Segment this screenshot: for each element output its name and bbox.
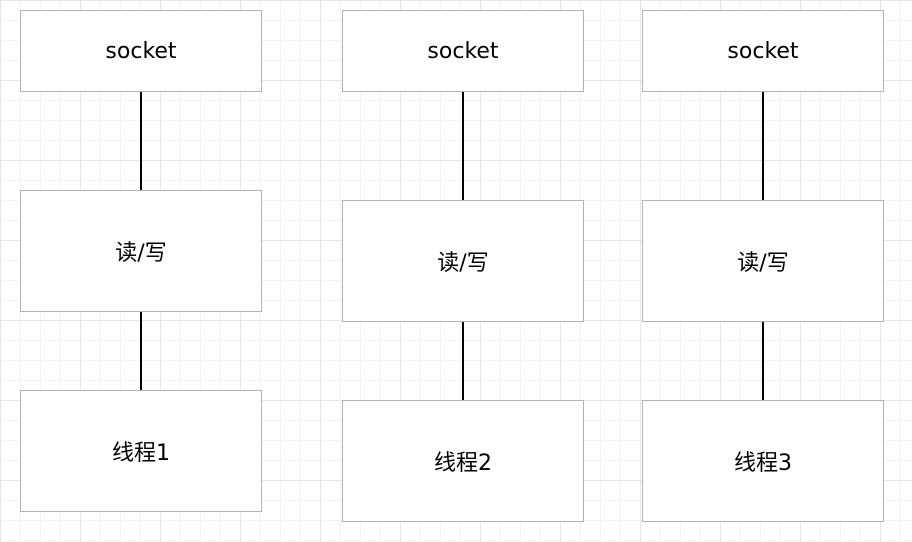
connector-rw-thread-1	[140, 312, 142, 390]
thread-box-3: 线程3	[642, 400, 884, 522]
socket-label-1: socket	[105, 38, 177, 64]
read-write-box-3: 读/写	[642, 200, 884, 322]
socket-box-2: socket	[342, 10, 584, 92]
connector-socket-rw-1	[140, 92, 142, 190]
thread-label-1: 线程1	[112, 441, 170, 466]
socket-box-3: socket	[642, 10, 884, 92]
socket-box-1: socket	[20, 10, 262, 92]
connector-rw-thread-3	[762, 322, 764, 400]
thread-label-2: 线程2	[434, 451, 492, 476]
connector-rw-thread-2	[462, 322, 464, 400]
connector-socket-rw-2	[462, 92, 464, 200]
read-write-label-3: 读/写	[737, 251, 789, 276]
read-write-label-2: 读/写	[437, 251, 489, 276]
read-write-box-1: 读/写	[20, 190, 262, 312]
socket-label-3: socket	[727, 38, 799, 64]
thread-label-3: 线程3	[734, 451, 792, 476]
read-write-box-2: 读/写	[342, 200, 584, 322]
socket-label-2: socket	[427, 38, 499, 64]
connector-socket-rw-3	[762, 92, 764, 200]
thread-box-2: 线程2	[342, 400, 584, 522]
read-write-label-1: 读/写	[115, 241, 167, 266]
thread-box-1: 线程1	[20, 390, 262, 512]
